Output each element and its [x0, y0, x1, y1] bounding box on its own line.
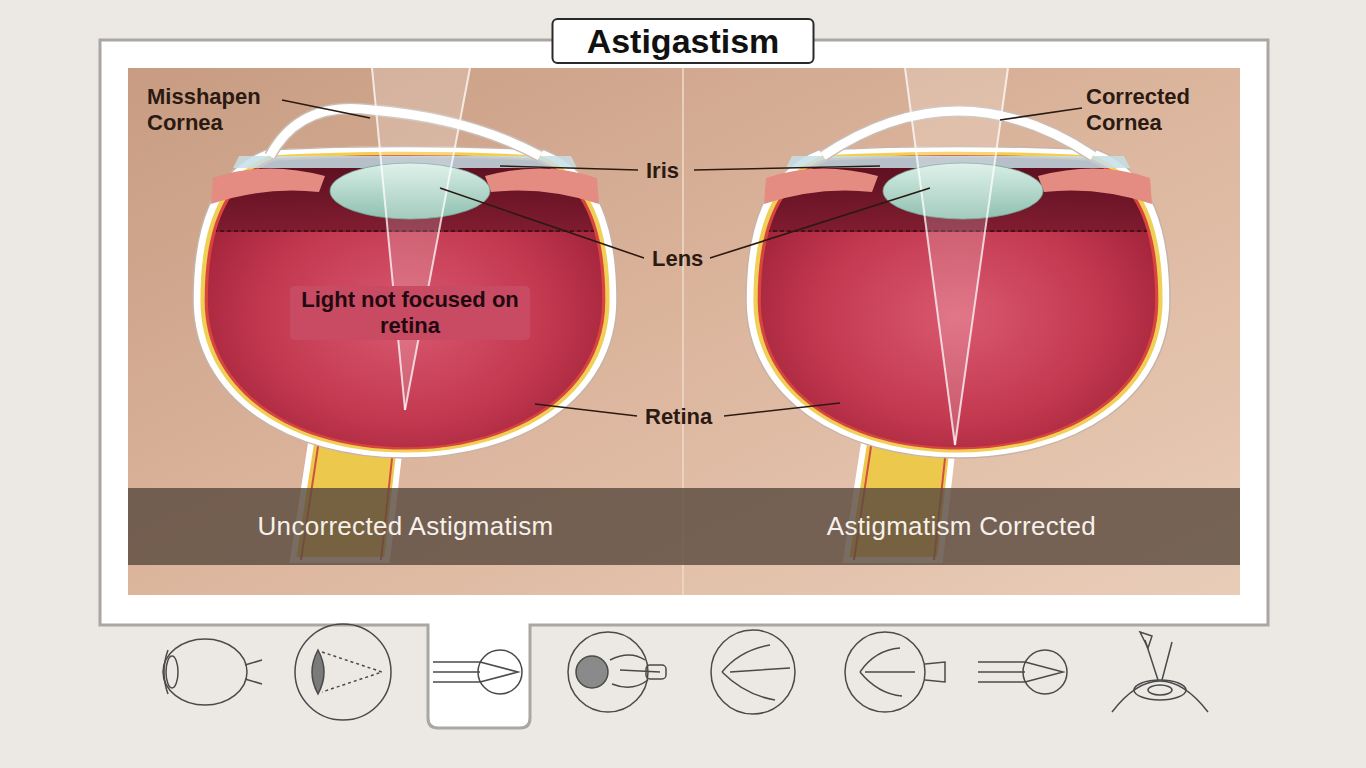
caption-text: Astigmatism Corrected — [827, 511, 1096, 542]
light-ray — [905, 68, 955, 445]
nav-icon — [312, 650, 324, 694]
leader-line — [282, 100, 370, 118]
title-box: Astigastism — [552, 18, 815, 64]
nav-icon — [576, 656, 608, 688]
nav-icon — [722, 645, 790, 700]
nav-icon — [1025, 662, 1063, 682]
light-ray — [372, 68, 470, 410]
light-ray — [905, 68, 1008, 445]
nav-icon — [845, 632, 925, 712]
nav-icon — [1112, 681, 1208, 712]
leader-line — [282, 100, 1082, 416]
light-ray — [372, 68, 405, 410]
nav-icon — [1140, 632, 1152, 648]
nav-icon — [568, 632, 648, 712]
nav-icon — [433, 671, 480, 673]
leader-line — [724, 403, 840, 416]
nav-icon — [925, 662, 945, 682]
nav-icon — [163, 639, 247, 705]
nav-icon — [610, 655, 660, 687]
leader-line — [500, 166, 638, 170]
light-ray — [405, 68, 470, 410]
nav-icon — [166, 656, 178, 688]
nav-icon — [860, 648, 915, 696]
diagram-title: Astigastism — [587, 24, 780, 58]
nav-icon — [978, 671, 1025, 673]
leader-line — [710, 188, 930, 258]
leader-line — [440, 188, 644, 258]
picture-ground — [128, 68, 1240, 595]
part-label: Light not focused on retina — [290, 286, 530, 340]
nav-icon — [1148, 685, 1172, 695]
light-ray — [955, 68, 1008, 445]
nav-icon — [1134, 680, 1186, 700]
part-label: Lens — [652, 246, 703, 272]
nav-icon — [245, 660, 262, 684]
part-label: Misshapen Cornea — [147, 84, 297, 136]
light-ray — [372, 68, 1008, 445]
leader-line — [1000, 108, 1082, 120]
nav-icon — [433, 681, 480, 683]
part-label: Corrected Cornea — [1086, 84, 1236, 136]
nav-icon — [478, 650, 522, 694]
nav-icon — [646, 665, 666, 679]
nav-icon — [295, 624, 391, 720]
nav-icon — [433, 661, 480, 663]
nav-icon — [711, 630, 795, 714]
part-label: Retina — [645, 404, 712, 430]
nav-icon — [480, 662, 518, 682]
nav-icon — [978, 681, 1025, 683]
caption-text: Uncorrected Astigmatism — [258, 511, 554, 542]
caption-band: Astigmatism Corrected — [683, 488, 1240, 565]
caption-band: Uncorrected Astigmatism — [128, 488, 683, 565]
leader-line — [535, 404, 637, 416]
part-label: Iris — [646, 158, 679, 184]
nav-icon — [163, 624, 1208, 720]
frame-panel — [100, 40, 1268, 728]
nav-icon — [978, 661, 1025, 663]
nav-icon — [1023, 650, 1067, 694]
leader-line — [694, 166, 880, 170]
nav-icon — [322, 652, 382, 692]
